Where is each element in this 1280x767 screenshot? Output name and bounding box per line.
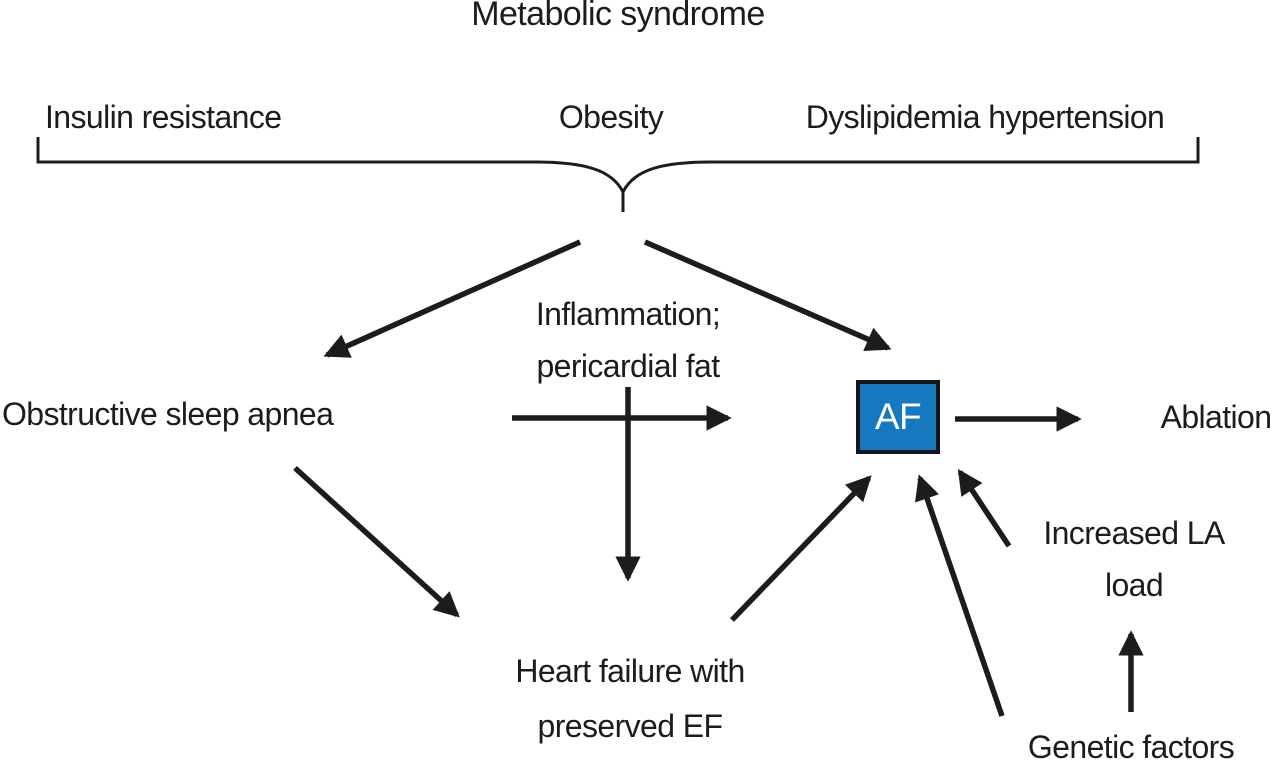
heart-failure-line1: Heart failure with: [515, 653, 745, 689]
inflammation-line1: Inflammation;: [535, 296, 721, 332]
increased-la-line2: load: [1104, 567, 1164, 603]
arrow-syndrome-to-af: [643, 239, 892, 351]
node-heart-failure-preserved-ef: Heart failure with preserved EF: [515, 644, 745, 754]
arrow-la-load-to-af: [957, 468, 1012, 548]
risk-factor-brace: [36, 137, 1200, 212]
increased-la-line1: Increased LA: [1043, 515, 1225, 551]
risk-factor-obesity: Obesity: [558, 99, 664, 135]
arrow-hf-to-af: [730, 475, 872, 622]
node-af-box: AF: [856, 380, 940, 454]
node-inflammation-pericardial-fat: Inflammation; pericardial fat: [535, 288, 721, 392]
heart-failure-line2: preserved EF: [537, 708, 723, 744]
af-label: AF: [874, 396, 922, 437]
node-increased-la-load: Increased LA load: [1043, 507, 1225, 611]
risk-factor-insulin-resistance: Insulin resistance: [45, 99, 282, 135]
arrow-syndrome-to-osa: [323, 239, 582, 358]
risk-factor-dyslipidemia-hypertension: Dyslipidemia hypertension: [805, 99, 1165, 135]
inflammation-line2: pericardial fat: [536, 348, 720, 384]
node-genetic-factors: Genetic factors: [1027, 729, 1235, 765]
node-obstructive-sleep-apnea: Obstructive sleep apnea: [2, 396, 334, 432]
arrow-osa-to-hf: [293, 465, 460, 618]
arrow-genetic-to-af: [915, 474, 1005, 717]
diagram-title: Metabolic syndrome: [471, 0, 765, 33]
node-ablation: Ablation: [1160, 399, 1272, 435]
